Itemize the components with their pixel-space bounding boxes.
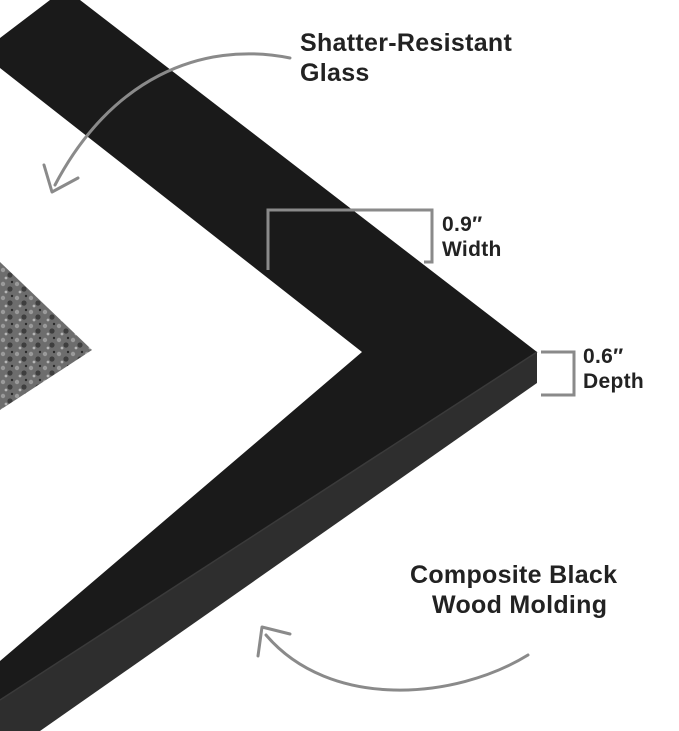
frame-front-face [0,0,537,700]
inner-photo [0,262,92,410]
depth-bracket [541,350,576,397]
molding-label-line2: Wood Molding [432,591,608,619]
depth-value: 0.6″ [583,345,624,368]
width-value: 0.9″ [442,213,483,236]
depth-name: Depth [583,370,644,394]
molding-callout-label: Composite Black Wood Molding [410,560,617,620]
glass-label-line2: Glass [300,59,370,87]
glass-callout-arrow [53,52,292,187]
molding-label-line1: Composite Black [410,561,618,589]
glass-label-line1: Shatter-Resistant [300,29,513,57]
glass-callout-label: Shatter-Resistant Glass [300,28,512,88]
molding-callout-arrow [264,633,530,692]
width-callout-label: 0.9″ Width [442,212,502,262]
width-name: Width [442,238,502,262]
glass-arrowhead [42,163,80,194]
molding-arrowhead [256,625,292,658]
width-bracket [266,208,434,270]
frame-edge-highlight [0,351,538,701]
depth-callout-label: 0.6″ Depth [583,344,644,394]
frame-side-edge [0,352,537,731]
